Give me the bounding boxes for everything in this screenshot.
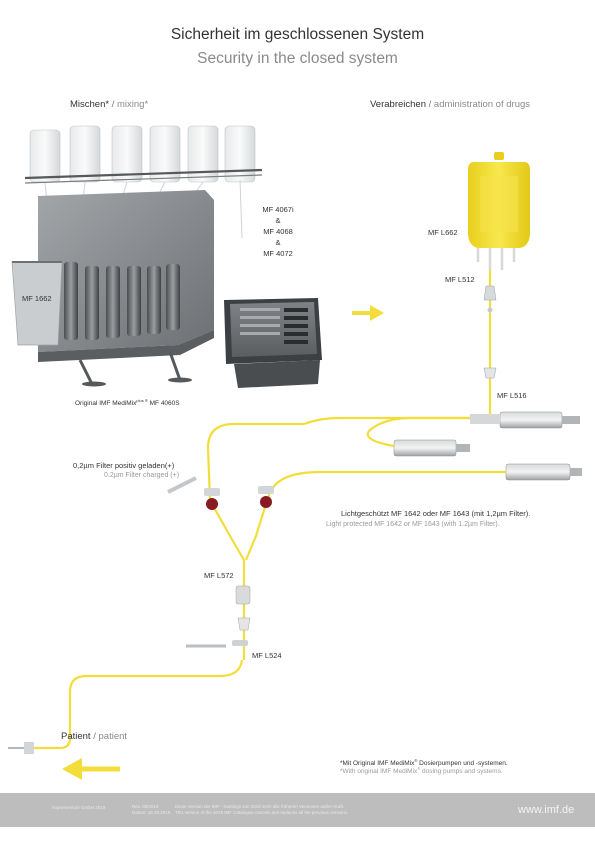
label-filter-en: 0.2µm Filter charged (+): [104, 472, 180, 479]
footnote-de: *Mit Original IMF MediMix® Dosierpumpen …: [340, 756, 508, 768]
section-patient-en: patient: [98, 731, 128, 742]
footnote-en: *With original IMF MediMix® dosing pumps…: [340, 766, 503, 775]
section-mixing: Mischen* / mixing*: [70, 99, 148, 110]
flow-arrow-right: [352, 305, 384, 321]
footer-rev-line: Rev. 09/2019: [132, 804, 159, 809]
footer-url-link[interactable]: www.imf.de: [518, 804, 575, 816]
control-monitor: [224, 298, 322, 388]
label-device-code: MF 4060S: [149, 400, 180, 408]
infusion-bag: [468, 152, 530, 270]
filters: [204, 486, 274, 510]
label-device-sup: plus ®: [136, 398, 148, 403]
label-mf-1662: MF 1662: [22, 294, 52, 303]
footer-note-en: This version of the 2019 IMF Catalogue c…: [175, 810, 349, 815]
section-administration: Verabreichen / administration of drugs: [370, 99, 530, 110]
footnote-en-sup: ®: [417, 766, 421, 771]
label-light-protected-de: Lichtgeschützt MF 1642 oder MF 1643 (mit…: [341, 509, 531, 518]
footer-company: Imprementum GmbH 2019: [52, 805, 106, 810]
flow-arrow-left: [62, 758, 120, 780]
page-subtitle: Security in the closed system: [197, 50, 398, 67]
footer-validity-note: Diese Version der IMF - Katalogs von 201…: [175, 804, 348, 816]
tubing: [30, 416, 506, 750]
footer-bar: Imprementum GmbH 2019 Rev. 09/2019 Datum…: [0, 793, 595, 827]
footer-note-de: Diese Version der IMF - Katalogs von 201…: [175, 804, 345, 809]
label-filter-de: 0,2µm Filter positiv geladen(+): [73, 461, 175, 470]
footnote-de-suffix: Dosierpumpen und -systemen.: [417, 760, 508, 768]
section-patient: Patient / patient: [61, 731, 127, 742]
section-mixing-sep: /: [109, 99, 117, 110]
footer-revision: Rev. 09/2019 Datum: 16.10.2019: [132, 804, 170, 816]
section-mixing-de: Mischen*: [70, 99, 110, 110]
label-mf-l516: MF L516: [497, 391, 527, 400]
label-mf-l572: MF L572: [204, 571, 234, 580]
label-mf-4072: MF 4072: [263, 249, 293, 258]
section-patient-sep: /: [90, 731, 99, 742]
footnote-en-suffix: dosing pumps and systems.: [420, 768, 503, 776]
label-mf-l662: MF L662: [428, 228, 458, 237]
footnote-de-sup: ®: [414, 758, 418, 763]
label-amp-1: &: [275, 216, 281, 225]
section-mixing-en: mixing*: [117, 99, 149, 110]
label-light-protected-en: Light protected MF 1642 or MF 1643 (with…: [326, 521, 500, 528]
footnote-de-prefix: *Mit Original IMF MediMix: [340, 760, 415, 768]
section-admin-de: Verabreichen: [370, 99, 426, 110]
mixing-device-illustration: [11, 125, 322, 388]
label-mf-4067i-group: MF 4067i & MF 4068 & MF 4072: [258, 204, 298, 259]
pump-cylinders: [64, 262, 180, 340]
section-patient-de: Patient: [61, 731, 91, 742]
section-admin-en: administration of drugs: [433, 99, 531, 110]
label-mf-l524: MF L524: [252, 651, 282, 660]
label-amp-2: &: [275, 238, 281, 247]
infusion-bottles: [24, 125, 263, 184]
label-mf-4067i: MF 4067i: [262, 205, 294, 214]
section-admin-sep: /: [425, 99, 434, 110]
label-mf-4068: MF 4068: [263, 227, 293, 236]
label-device-prefix: Original IMF MediMix: [75, 400, 137, 408]
syringes: [393, 411, 582, 481]
label-mf-l512: MF L512: [445, 275, 475, 284]
footer-date-line: Datum: 16.10.2019: [132, 810, 171, 815]
label-device-model: Original IMF MediMixplus ® MF 4060S: [75, 395, 180, 409]
footnote-en-prefix: *With original IMF MediMix: [340, 768, 418, 776]
page-title: Sicherheit im geschlossenen System: [170, 26, 425, 43]
